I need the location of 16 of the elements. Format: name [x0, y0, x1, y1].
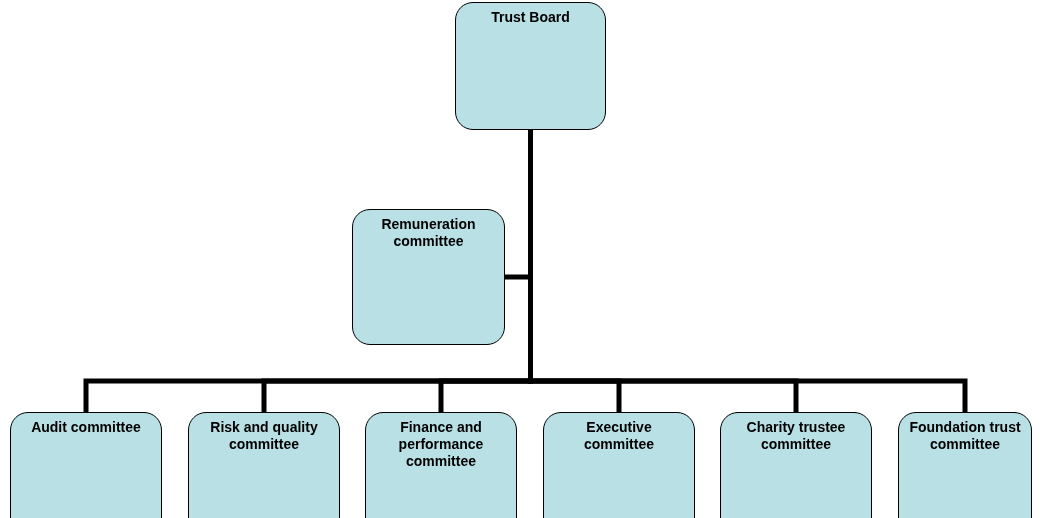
committee-name: Executive committee	[583, 419, 655, 453]
committee-box	[365, 412, 517, 518]
committee-name: Trust Board	[490, 9, 571, 26]
committee-box	[352, 209, 505, 345]
committee-name: Charity trustee committee	[745, 419, 847, 453]
committee-name: Finance and performance committee	[397, 419, 485, 470]
committee-name: Audit committee	[30, 419, 142, 436]
committee-box	[898, 412, 1032, 518]
committee-name: Foundation trust committee	[909, 419, 1021, 453]
committee-box	[455, 2, 606, 130]
committee-box	[720, 412, 872, 518]
committee-name: Remuneration committee	[380, 216, 477, 250]
committee-box	[188, 412, 340, 518]
committee-name: Risk and quality committee	[209, 419, 319, 453]
committee-box	[10, 412, 162, 518]
committee-box	[543, 412, 695, 518]
